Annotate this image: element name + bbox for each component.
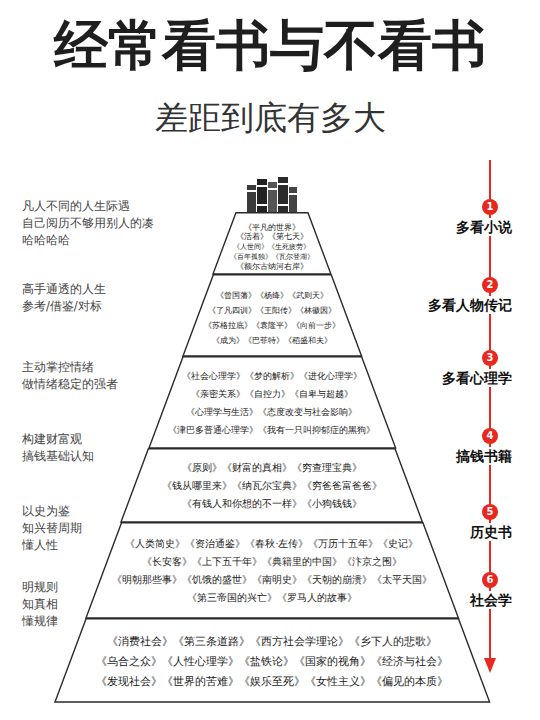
book-list: 《平凡的世界》 — [244, 223, 300, 233]
book-list: 《心理学与生活》《态度改变与社会影响》 — [186, 403, 357, 421]
book-band — [278, 183, 288, 185]
pyramid-tier: 《原则》《财富的真相》《穷查理宝典》《钱从哪里来》《纳瓦尔宝典》《穷爸爸富爸爸》… — [121, 448, 422, 522]
book-list: 《长安客》《上下五千年》《典籍里的中国》《汴京之围》 — [142, 553, 402, 571]
side-note: 高手通透的人生 — [22, 283, 106, 297]
side-note: 懂规律 — [22, 615, 58, 629]
side-note: 知真相 — [22, 598, 58, 612]
pyramid-tier: 《社会心理学》《梦的解析》《进化心理学》《亲密关系》《自控力》《自卑与超越》《心… — [149, 356, 396, 448]
tier-shape — [149, 357, 396, 448]
side-note: 自己阅历不够用别人的凑 — [22, 217, 154, 231]
side-note: 哈哈哈哈 — [22, 234, 70, 248]
tier-shape — [86, 523, 458, 618]
side-note: 明规则 — [22, 581, 58, 595]
book — [257, 179, 267, 212]
tier-shape — [213, 213, 331, 274]
category-heading: 多看小说 — [454, 218, 514, 236]
book-list: 《活着》《第七天》 — [236, 232, 308, 242]
book-list: 《成为》《巴菲特》《稻盛和夫》 — [212, 333, 332, 348]
book-list: 《有钱人和你想的不一样》《小狗钱钱》 — [182, 495, 362, 513]
book-list: 《乌合之众》《人性心理学》《盐铁论》《国家的视角》《经济与社会》 — [96, 651, 448, 671]
pyramid-tier: 《曾国藩》《杨绛》《武则天》《了凡四训》《王阳传》《林徽因》《苏格拉底》《袁隆平… — [183, 274, 362, 356]
book-list: 《明朝那些事》《饥饿的盛世》《南明史》《天朝的崩溃》《太平天国》 — [112, 571, 432, 589]
pyramid-tier: 《消费社会》《第三条道路》《西方社会学理论》《乡下人的悲歌》《乌合之众》《人性心… — [55, 618, 490, 702]
book-band — [268, 188, 277, 190]
book-list: 《了凡四训》《王阳传》《林徽因》 — [208, 303, 336, 318]
side-note: 知兴替周期 — [22, 522, 82, 536]
callout-number: 1 — [482, 199, 498, 215]
subtitle: 差距到底有多大 — [0, 98, 540, 138]
book-icon — [247, 177, 297, 212]
book-band — [247, 190, 256, 192]
book-band — [257, 185, 267, 187]
callout-number: 5 — [482, 504, 498, 520]
book-list: 《百年孤独》《瓦尔登湖》 — [230, 252, 314, 262]
book-list: 《额尔古纳河右岸》 — [236, 262, 308, 272]
category-heading: 多看人物传记 — [426, 296, 514, 314]
category-heading: 历史书 — [468, 523, 514, 541]
tier-outline — [86, 522, 458, 618]
callout-number: 3 — [482, 350, 498, 366]
arrow-head — [484, 658, 496, 673]
category-heading: 多看心理学 — [440, 369, 514, 387]
book-list: 《社会心理学》《梦的解析》《进化心理学》 — [182, 367, 362, 385]
book-list: 《钱从哪里来》《纳瓦尔宝典》《穷爸爸富爸爸》 — [162, 477, 382, 495]
book-list: 《曾国藩》《杨绛》《武则天》 — [216, 288, 328, 303]
book-list: 《人世间》《生死疲劳》 — [233, 242, 310, 252]
category-heading: 搞钱书籍 — [454, 447, 514, 465]
callout-number: 4 — [482, 428, 498, 444]
book-list: 《人类简史》《资治通鉴》《春秋·左传》《万历十五年》《史记》 — [125, 535, 418, 553]
side-note: 主动掌控情绪 — [22, 361, 94, 375]
side-note: 做情绪稳定的强者 — [22, 378, 118, 392]
book — [289, 187, 297, 212]
book — [268, 182, 277, 212]
pyramid-tier: 《人类简史》《资治通鉴》《春秋·左传》《万历十五年》《史记》《长安客》《上下五千… — [86, 522, 458, 618]
book-list: 《原则》《财富的真相》《穷查理宝典》 — [182, 459, 362, 477]
book-band — [278, 204, 288, 206]
book-list: 《津巴多普通心理学》《我有一只叫抑郁症的黑狗》 — [168, 421, 375, 439]
callout-number: 2 — [482, 277, 498, 293]
book-list: 《发现社会》《世界的苦难》《娱乐至死》《女性主义》《偏见的本质》 — [96, 671, 448, 691]
title: 经常看书与不看书 — [0, 14, 540, 79]
side-note: 懂人性 — [22, 539, 58, 553]
category-heading: 社会学 — [468, 591, 514, 609]
book-list: 《第三帝国的兴亡》《罗马人的故事》 — [187, 589, 357, 607]
side-note: 以史为鉴 — [22, 505, 70, 519]
tier-shape — [121, 449, 422, 522]
pyramid-tier: 《平凡的世界》《活着》《第七天》《人世间》《生死疲劳》《百年孤独》《瓦尔登湖》《… — [213, 212, 331, 274]
side-note: 构建财富观 — [22, 433, 82, 447]
side-note: 搞钱基础认知 — [22, 450, 94, 464]
side-note: 凡人不同的人生际遇 — [22, 200, 130, 214]
book-band — [257, 204, 267, 206]
book-list: 《苏格拉底》《袁隆平》《向前一步》 — [204, 318, 340, 333]
tier-shape — [55, 619, 490, 702]
book-band — [289, 193, 297, 195]
book — [247, 185, 256, 212]
book-list: 《亲密关系》《自控力》《自卑与超越》 — [191, 385, 353, 403]
book-list: 《消费社会》《第三条道路》《西方社会学理论》《乡下人的悲歌》 — [107, 631, 437, 651]
book — [278, 177, 288, 212]
side-note: 参考/借鉴/对标 — [22, 300, 102, 314]
tier-shape — [183, 275, 362, 356]
callout-number: 6 — [482, 572, 498, 588]
